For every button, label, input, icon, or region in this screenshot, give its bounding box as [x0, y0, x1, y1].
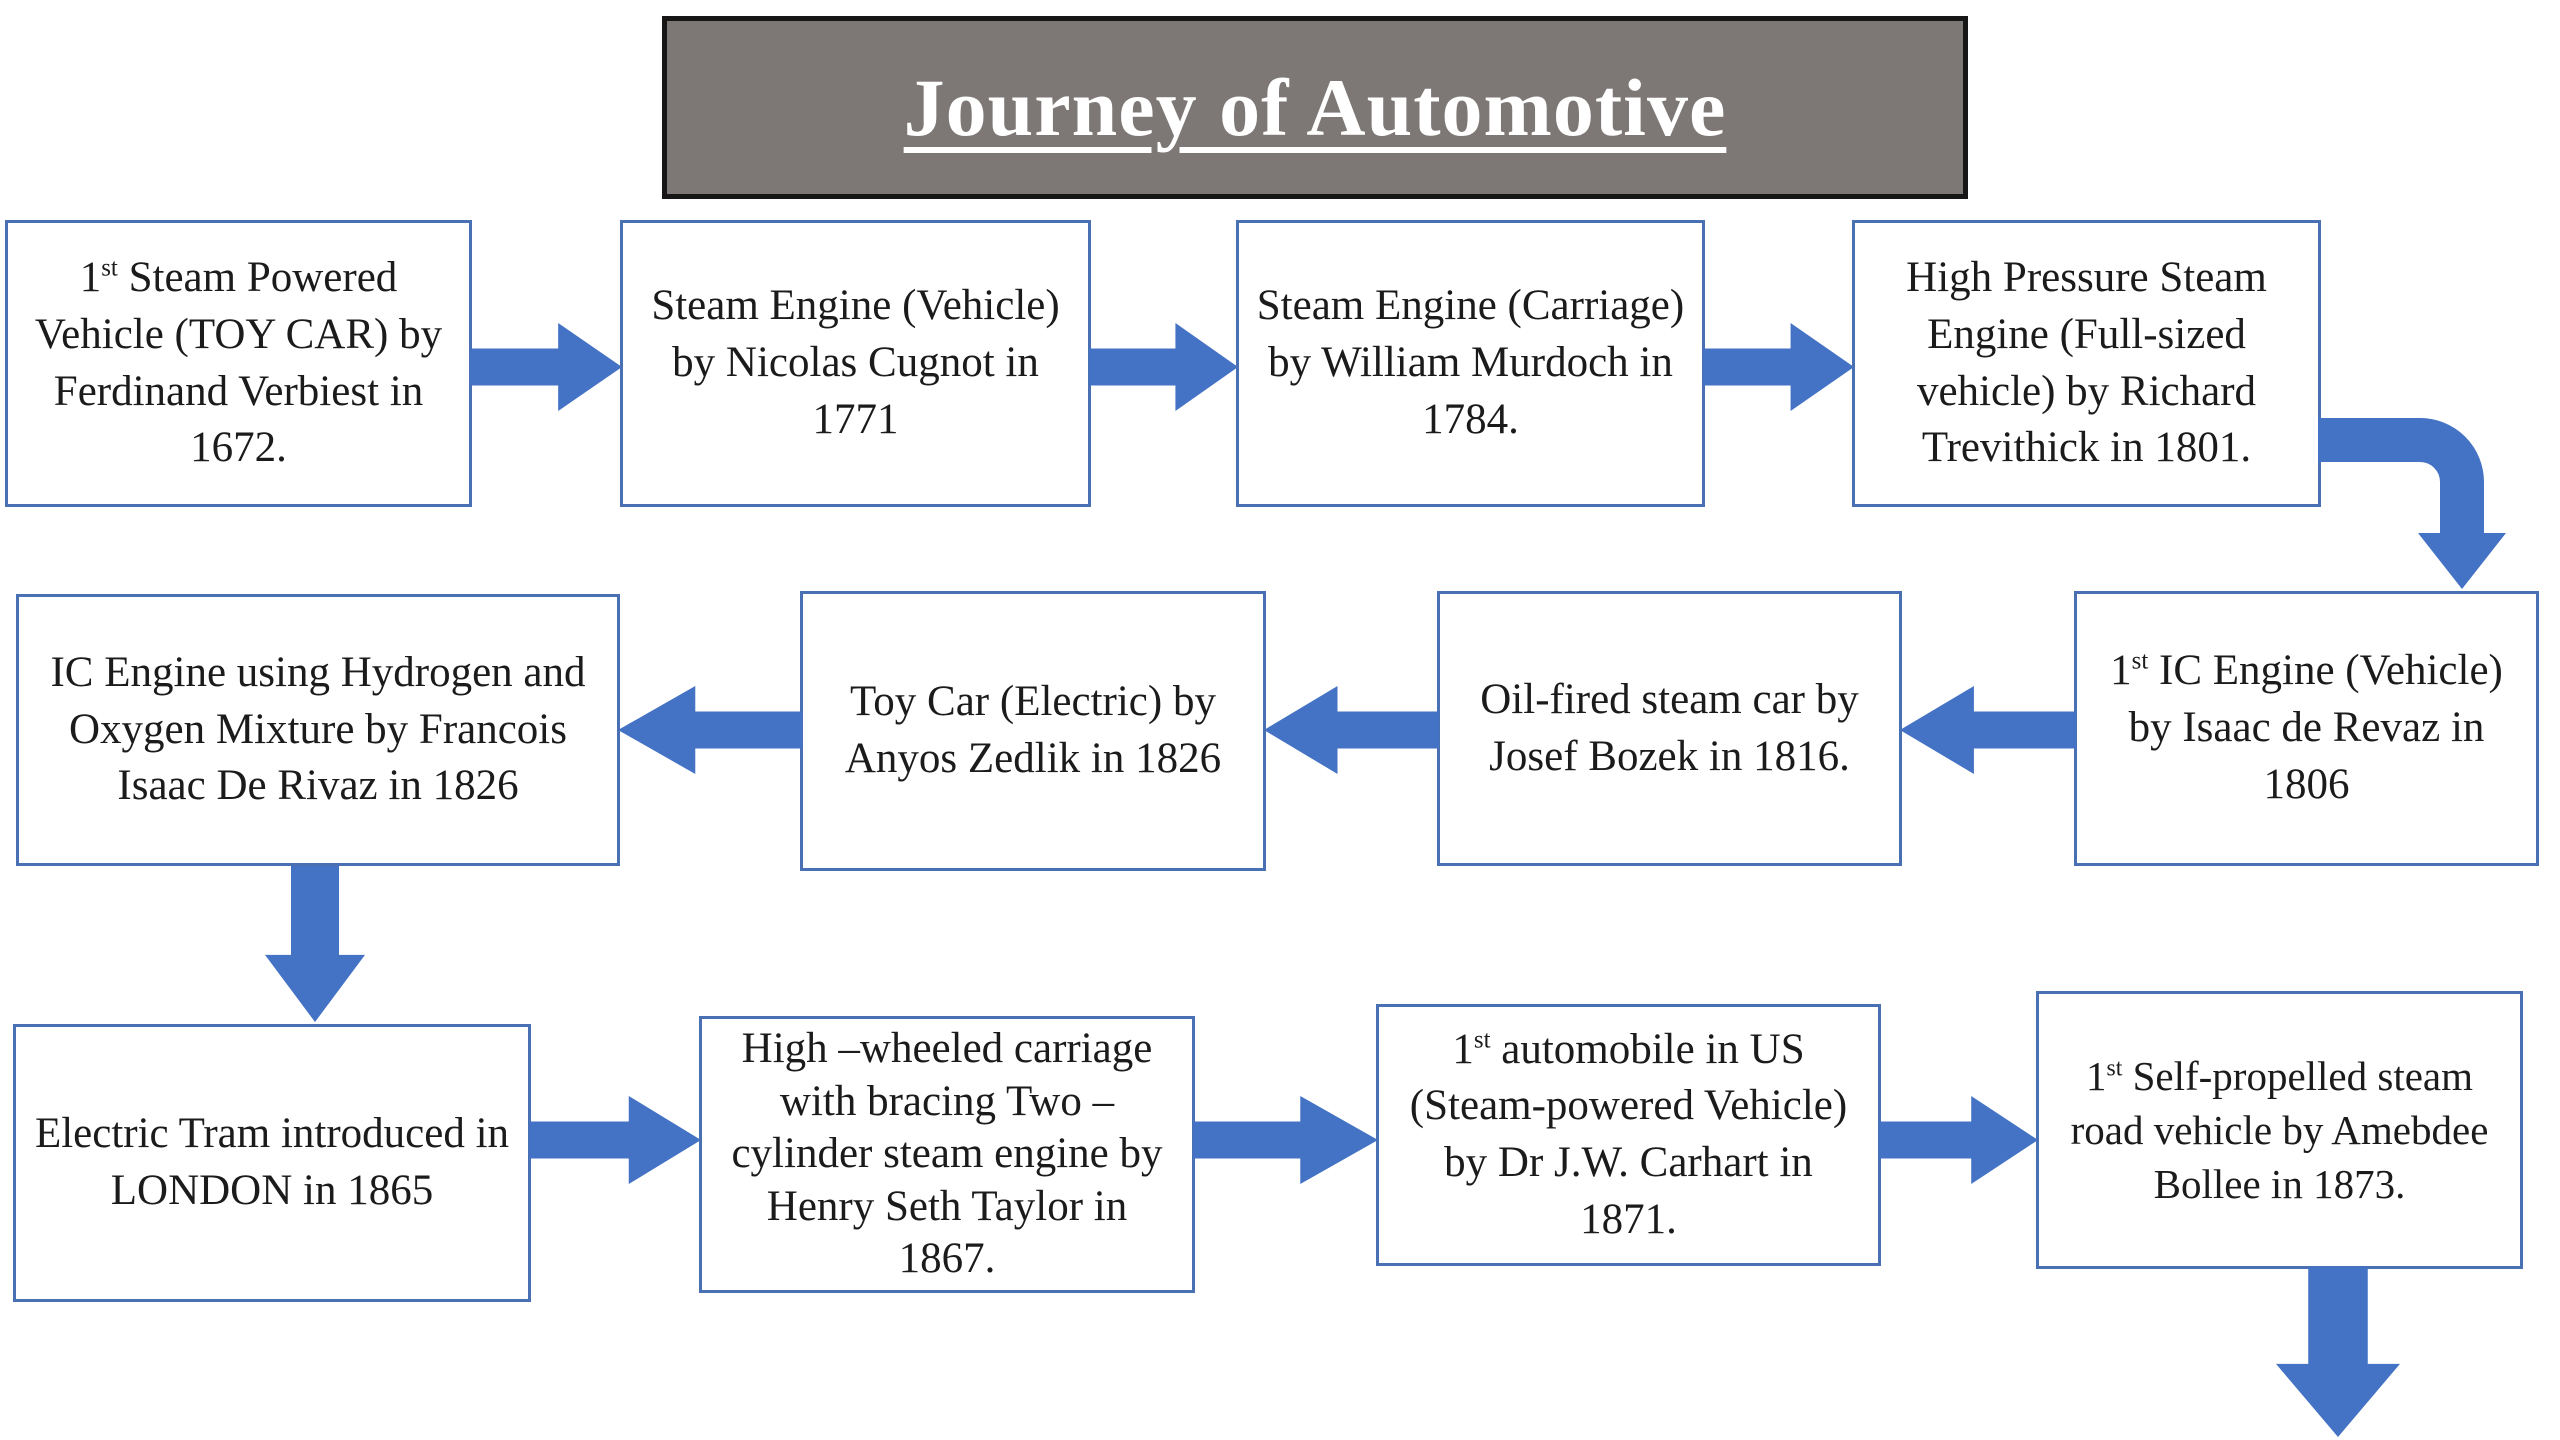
- flow-node-steam-carriage-1784: Steam Engine (Carriage) by William Murdo…: [1236, 220, 1705, 507]
- arrow-right-icon: [1879, 1096, 2038, 1184]
- node-text: Steam Engine (Vehicle) by Nicolas Cugnot…: [651, 282, 1060, 443]
- title-banner: Journey of Automotive: [662, 16, 1968, 199]
- node-text: Oil-fired steam car by Josef Bozek in 18…: [1480, 675, 1859, 780]
- node-text: Electric Tram introduced in LONDON in 18…: [34, 1110, 510, 1214]
- arrow-left-icon: [618, 686, 802, 774]
- node-text: High –wheeled carriage with bracing Two …: [731, 1025, 1163, 1283]
- arrow-down-icon: [2276, 1267, 2400, 1437]
- flow-node-oil-fired-1816: Oil-fired steam car by Josef Bozek in 18…: [1437, 591, 1902, 866]
- page-title: Journey of Automotive: [903, 61, 1727, 153]
- flow-node-toy-car-electric-1826: Toy Car (Electric) by Anyos Zedlik in 18…: [800, 591, 1266, 871]
- flow-node-ic-hydrogen-1826: IC Engine using Hydrogen and Oxygen Mixt…: [16, 594, 620, 866]
- arrow-right-icon: [529, 1096, 701, 1184]
- node-text: 1st automobile in US (Steam-powered Vehi…: [1409, 1025, 1848, 1243]
- flow-node-self-propelled-1873: 1st Self-propelled steam road vehicle by…: [2036, 991, 2523, 1269]
- arrow-down-icon: [265, 866, 365, 1022]
- flow-node-steam-toy-car-1672: 1st Steam Powered Vehicle (TOY CAR) by F…: [5, 220, 472, 507]
- node-text: 1st Self-propelled steam road vehicle by…: [2070, 1052, 2489, 1208]
- flow-node-high-pressure-1801: High Pressure Steam Engine (Full-sized v…: [1852, 220, 2321, 507]
- arrow-right-icon: [1089, 323, 1238, 411]
- arrow-right-icon: [1193, 1096, 1378, 1184]
- arrow-right-icon: [1703, 323, 1854, 411]
- flow-node-steam-engine-1771: Steam Engine (Vehicle) by Nicolas Cugnot…: [620, 220, 1091, 507]
- flow-node-high-wheeled-1867: High –wheeled carriage with bracing Two …: [699, 1016, 1195, 1293]
- arrow-left-icon: [1264, 686, 1439, 774]
- node-text: 1st Steam Powered Vehicle (TOY CAR) by F…: [34, 254, 443, 472]
- flow-node-first-us-automobile-1871: 1st automobile in US (Steam-powered Vehi…: [1376, 1004, 1881, 1266]
- arrow-elbow-down-icon: [2318, 418, 2506, 589]
- arrow-left-icon: [1900, 686, 2076, 774]
- node-text: Toy Car (Electric) by Anyos Zedlik in 18…: [844, 678, 1222, 782]
- node-text: High Pressure Steam Engine (Full-sized v…: [1906, 254, 2267, 472]
- node-text: IC Engine using Hydrogen and Oxygen Mixt…: [50, 648, 586, 810]
- node-text: 1st IC Engine (Vehicle) by Isaac de Reva…: [2110, 647, 2503, 808]
- flow-node-ic-engine-1806: 1st IC Engine (Vehicle) by Isaac de Reva…: [2074, 591, 2539, 866]
- flow-node-electric-tram-1865: Electric Tram introduced in LONDON in 18…: [13, 1024, 531, 1302]
- node-text: Steam Engine (Carriage) by William Murdo…: [1256, 282, 1685, 443]
- arrow-right-icon: [470, 323, 622, 411]
